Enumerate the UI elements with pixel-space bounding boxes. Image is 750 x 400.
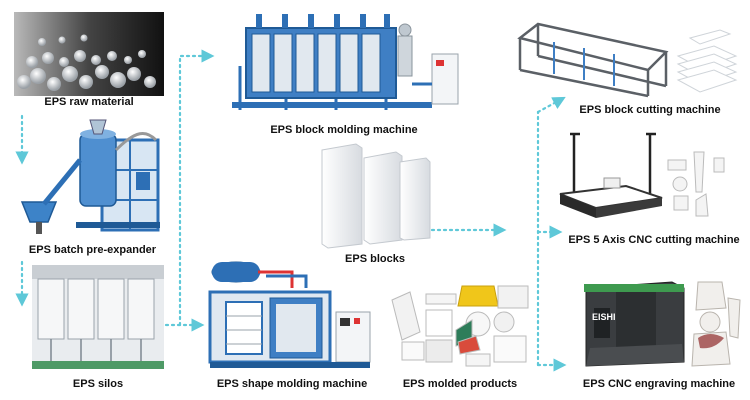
label-pre-expander: EPS batch pre-expander bbox=[28, 244, 157, 256]
engraver-brand-label: EISHI bbox=[592, 312, 616, 322]
label-cnc-cutting: EPS 5 Axis CNC cutting machine bbox=[568, 234, 740, 246]
arrow-silos-to-block bbox=[178, 49, 215, 327]
label-shape-molding: EPS shape molding machine bbox=[216, 378, 368, 390]
label-cnc-engraving: EPS CNC engraving machine bbox=[582, 378, 736, 390]
label-block-molding: EPS block molding machine bbox=[270, 124, 418, 136]
label-silos: EPS silos bbox=[72, 378, 124, 390]
pre-expander-image bbox=[16, 110, 166, 240]
block-molding-machine-image bbox=[226, 6, 462, 118]
cnc-engraving-machine-image: EISHI bbox=[574, 278, 742, 370]
molded-products-image bbox=[386, 280, 534, 372]
block-cutting-machine-image bbox=[514, 12, 738, 100]
arrow-to-block-cutting bbox=[536, 96, 566, 114]
beads-image bbox=[14, 12, 164, 96]
label-block-cutting: EPS block cutting machine bbox=[579, 104, 721, 116]
silos-image bbox=[32, 265, 164, 369]
label-molded-products: EPS molded products bbox=[402, 378, 518, 390]
shape-molding-machine-image bbox=[206, 258, 378, 370]
cnc-cutting-machine-image bbox=[556, 130, 744, 228]
label-raw-material: EPS raw material bbox=[44, 96, 134, 108]
label-blocks: EPS blocks bbox=[345, 253, 405, 265]
eps-blocks-image bbox=[318, 140, 432, 250]
